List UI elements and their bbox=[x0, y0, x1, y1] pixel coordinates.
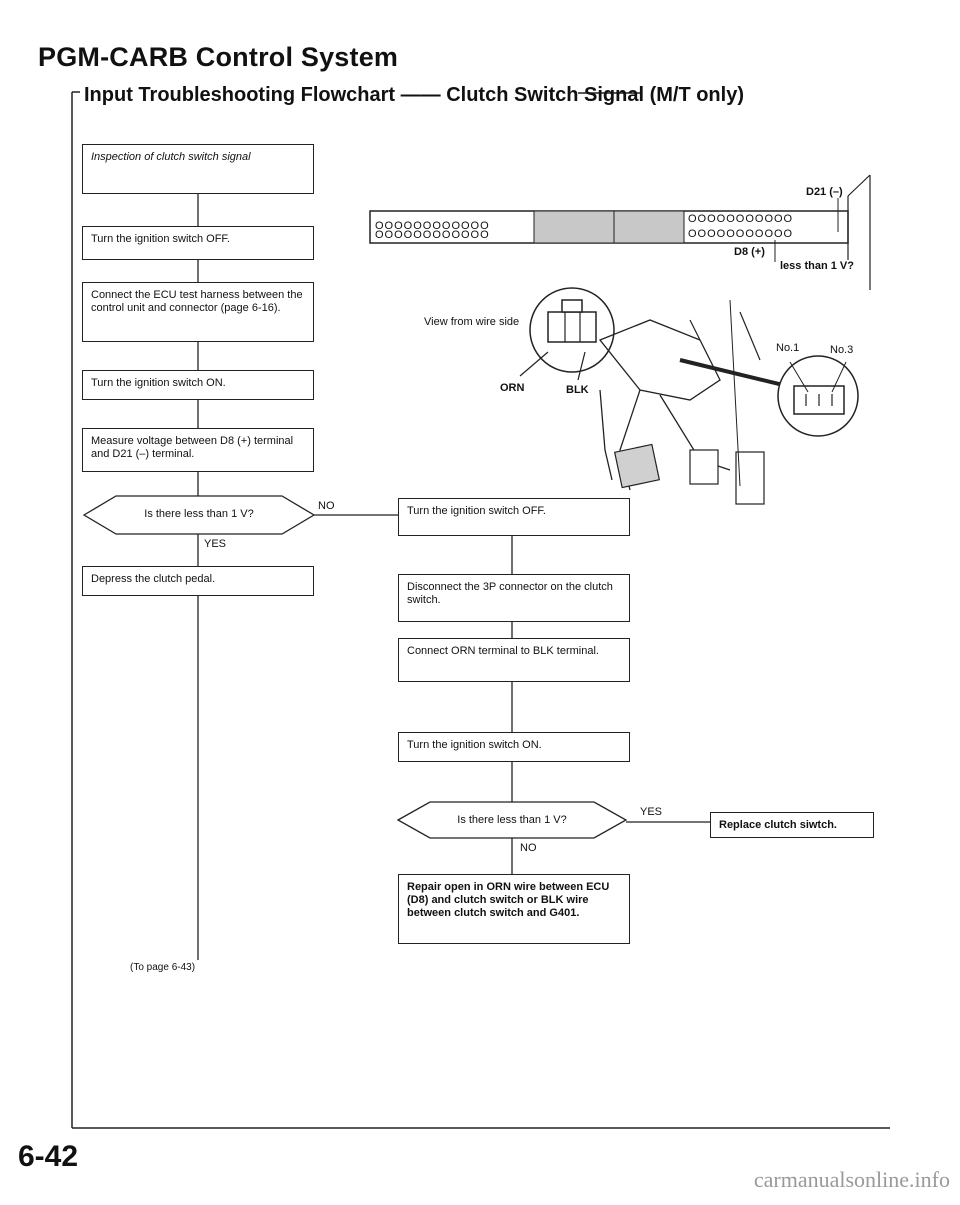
step-disconnect-3p: Disconnect the 3P connector on the clutc… bbox=[398, 574, 630, 622]
decision-left-no: NO bbox=[318, 500, 335, 512]
step-connect-orn-blk: Connect ORN terminal to BLK terminal. bbox=[398, 638, 630, 682]
subtitle-left: Input Troubleshooting Flowchart bbox=[84, 84, 396, 106]
connector-pins-left-2: OOOOOOOOOOOO bbox=[375, 229, 490, 241]
d8-label: D8 (+) bbox=[734, 246, 765, 258]
view-from-wire-label: View from wire side bbox=[424, 316, 520, 328]
step-right-ignition-on: Turn the ignition switch ON. bbox=[398, 732, 630, 762]
subtitle-dash: —— bbox=[400, 84, 441, 106]
connector-pins-right-2: OOOOOOOOOOO bbox=[688, 228, 794, 240]
step-inspection: Inspection of clutch switch signal bbox=[82, 144, 314, 194]
orn-label: ORN bbox=[500, 382, 525, 394]
d21-label: D21 (–) bbox=[806, 186, 843, 198]
page-title: PGM-CARB Control System bbox=[38, 42, 399, 72]
decision-voltage-left: Is there less than 1 V? bbox=[144, 508, 254, 520]
connector-pins-left: OOOOOOOOOOOO bbox=[375, 220, 490, 232]
watermark: carmanualsonline.info bbox=[753, 1167, 950, 1192]
subtitle-right: Clutch Switch Signal (M/T only) bbox=[446, 84, 744, 106]
decision-left-yes: YES bbox=[204, 538, 227, 550]
less-than-label: less than 1 V? bbox=[780, 260, 854, 272]
blk-label: BLK bbox=[566, 384, 589, 396]
connector-pins-right: OOOOOOOOOOO bbox=[688, 213, 794, 225]
step-right-ignition-off: Turn the ignition switch OFF. bbox=[398, 498, 630, 536]
result-replace-switch: Replace clutch siwtch. bbox=[710, 812, 874, 838]
page-number: 6-42 bbox=[18, 1140, 79, 1173]
no1-label: No.1 bbox=[776, 342, 800, 354]
continue-note: (To page 6-43) bbox=[130, 962, 196, 973]
no3-label: No.3 bbox=[830, 344, 854, 356]
flowchart-subtitle: Input Troubleshooting Flowchart —— Clutc… bbox=[84, 84, 744, 107]
step-ignition-on: Turn the ignition switch ON. bbox=[82, 370, 314, 400]
result-repair-wire: Repair open in ORN wire between ECU (D8)… bbox=[398, 874, 630, 944]
decision-right-yes: YES bbox=[640, 806, 663, 818]
decision-voltage-right: Is there less than 1 V? bbox=[457, 814, 567, 826]
step-ignition-off: Turn the ignition switch OFF. bbox=[82, 226, 314, 260]
decision-right-no: NO bbox=[520, 842, 537, 854]
step-measure-voltage: Measure voltage between D8 (+) terminal … bbox=[82, 428, 314, 472]
step-depress-clutch: Depress the clutch pedal. bbox=[82, 566, 314, 596]
step-connect-harness: Connect the ECU test harness between the… bbox=[82, 282, 314, 342]
